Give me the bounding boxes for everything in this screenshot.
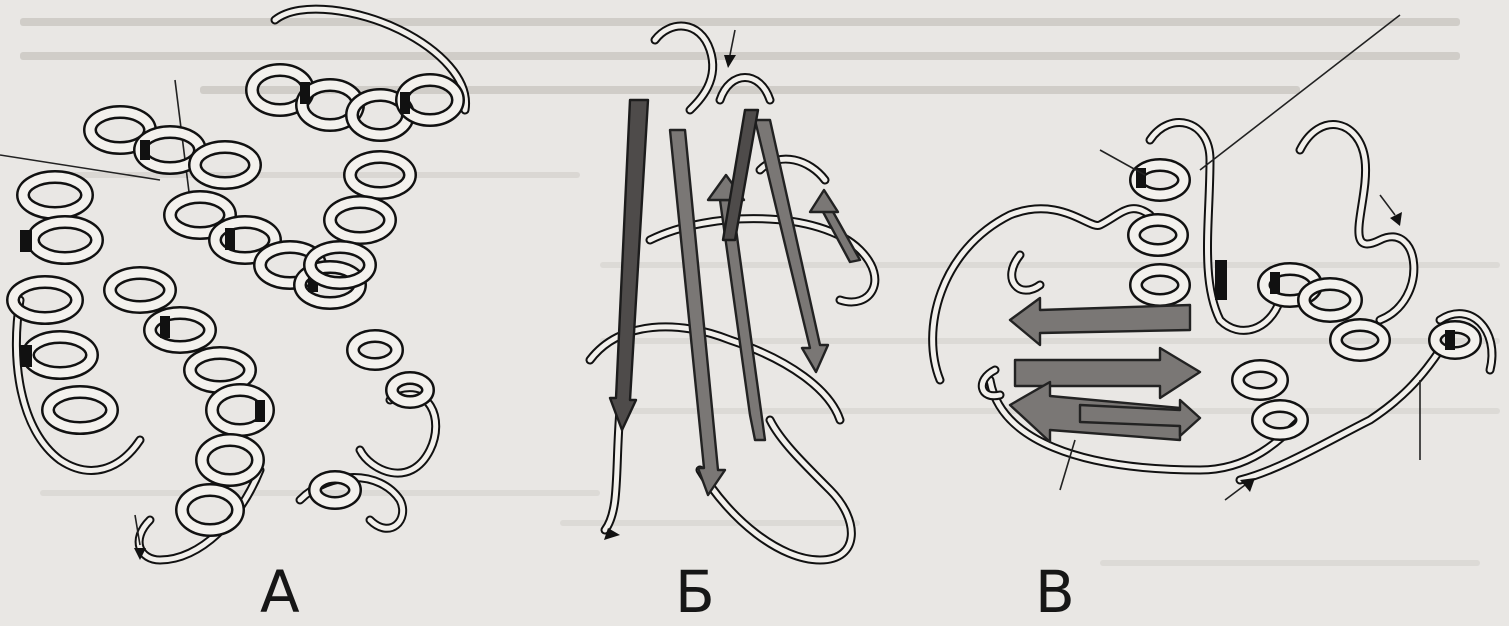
helix-c3 (1238, 327, 1475, 434)
beta-strand-b1 (610, 100, 648, 430)
panel-label-b: Б (675, 563, 715, 621)
panel-a: А (0, 0, 500, 625)
beta-strand-c1 (1010, 298, 1190, 345)
beta-sheet-protein-ribbon (560, 0, 920, 625)
alpha-helical-protein-ribbon (0, 0, 500, 625)
n-terminus-arrow-icon (1240, 478, 1255, 492)
panel-label-c: В (1035, 563, 1075, 621)
panel-b: Б (560, 0, 920, 625)
alpha-beta-protein-ribbon (900, 0, 1509, 625)
helix-a6 (110, 273, 250, 387)
helix-a5 (13, 177, 112, 428)
helix-c2 (1215, 260, 1384, 355)
helix-a7 (182, 390, 268, 530)
panel-c: В (900, 0, 1509, 625)
c-terminus-arrow-icon (1390, 212, 1402, 226)
n-terminus-arrow-icon (724, 55, 736, 68)
panel-label-a: А (260, 563, 300, 621)
helix-c1 (1134, 165, 1184, 300)
beta-strand-b2 (670, 130, 725, 495)
helix-a1 (252, 70, 458, 135)
